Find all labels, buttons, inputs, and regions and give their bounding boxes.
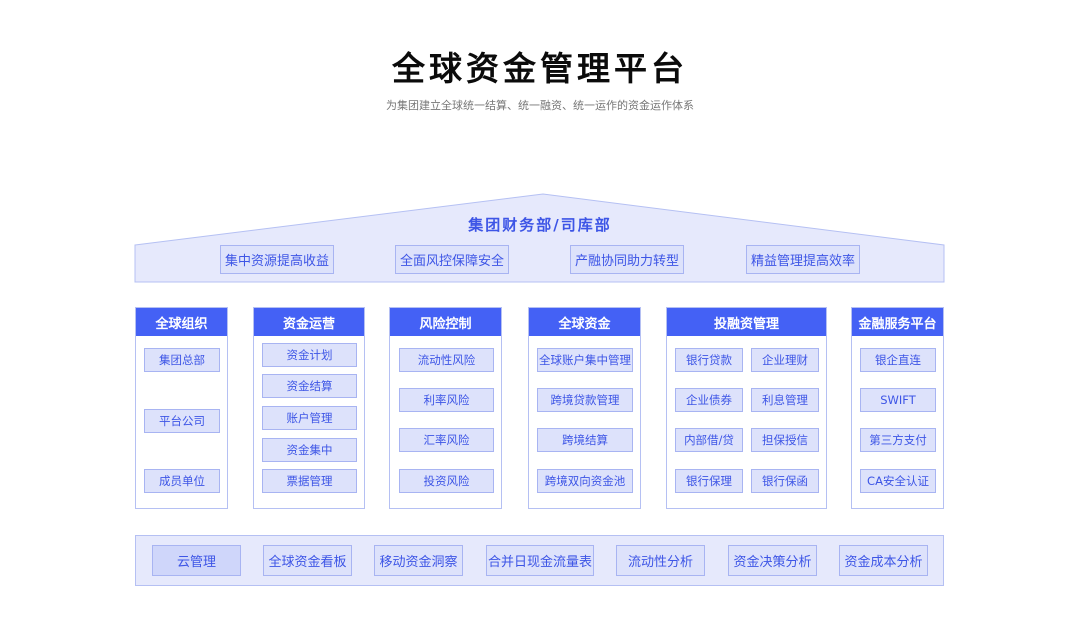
bottom-item: 资金决策分析 (728, 545, 817, 576)
column-header: 风险控制 (390, 308, 501, 336)
bottom-item: 云管理 (152, 545, 241, 576)
column-item: SWIFT (860, 388, 936, 412)
page-title: 全球资金管理平台 (392, 49, 688, 88)
column-item: 资金集中 (262, 438, 357, 462)
column-item: 跨境双向资金池 (537, 469, 633, 493)
column-header: 全球组织 (136, 308, 227, 336)
column-item: 汇率风险 (399, 428, 494, 452)
roof-item: 精益管理提高效率 (746, 245, 860, 274)
column-item: 资金结算 (262, 374, 357, 398)
column-item: 银行保函 (751, 469, 819, 493)
column-item: 跨境结算 (537, 428, 633, 452)
bottom-item: 合并日现金流量表 (486, 545, 594, 576)
column-item: 利息管理 (751, 388, 819, 412)
column-item: 企业理财 (751, 348, 819, 372)
column-item: 票据管理 (262, 469, 357, 493)
roof-item: 产融协同助力转型 (570, 245, 684, 274)
roof-item: 全面风控保障安全 (395, 245, 509, 274)
roof-item: 集中资源提高收益 (220, 245, 334, 274)
column-item: 企业债券 (675, 388, 743, 412)
column-global-funds: 全球资金 全球账户集中管理 跨境贷款管理 跨境结算 跨境双向资金池 (528, 307, 641, 509)
column-risk-control: 风险控制 流动性风险 利率风险 汇率风险 投资风险 (389, 307, 502, 509)
column-item: 流动性风险 (399, 348, 494, 372)
column-item: CA安全认证 (860, 469, 936, 493)
column-item: 担保授信 (751, 428, 819, 452)
column-item: 利率风险 (399, 388, 494, 412)
column-header: 投融资管理 (667, 308, 826, 336)
bottom-item: 全球资金看板 (263, 545, 352, 576)
column-item: 成员单位 (144, 469, 220, 493)
column-item: 集团总部 (144, 348, 220, 372)
column-header: 全球资金 (529, 308, 640, 336)
column-item: 全球账户集中管理 (537, 348, 633, 372)
column-item: 平台公司 (144, 409, 220, 433)
roof-title: 集团财务部/司库部 (468, 216, 612, 234)
page-subtitle: 为集团建立全球统一结算、统一融资、统一运作的资金运作体系 (386, 99, 694, 112)
bottom-item: 移动资金洞察 (374, 545, 463, 576)
column-item: 银行保理 (675, 469, 743, 493)
column-item: 银企直连 (860, 348, 936, 372)
column-fund-operation: 资金运营 资金计划 资金结算 账户管理 资金集中 票据管理 (253, 307, 365, 509)
column-item: 资金计划 (262, 343, 357, 367)
column-investment-financing: 投融资管理 银行贷款 企业理财 企业债券 利息管理 内部借/贷 担保授信 银行保… (666, 307, 827, 509)
column-global-org: 全球组织 集团总部 平台公司 成员单位 (135, 307, 228, 509)
bottom-item: 资金成本分析 (839, 545, 928, 576)
bottom-item: 流动性分析 (616, 545, 705, 576)
column-item: 投资风险 (399, 469, 494, 493)
column-item: 内部借/贷 (675, 428, 743, 452)
column-item: 第三方支付 (860, 428, 936, 452)
column-item: 账户管理 (262, 406, 357, 430)
column-item: 跨境贷款管理 (537, 388, 633, 412)
column-financial-services: 金融服务平台 银企直连 SWIFT 第三方支付 CA安全认证 (851, 307, 944, 509)
column-item: 银行贷款 (675, 348, 743, 372)
column-header: 金融服务平台 (852, 308, 943, 336)
column-header: 资金运营 (254, 308, 364, 336)
